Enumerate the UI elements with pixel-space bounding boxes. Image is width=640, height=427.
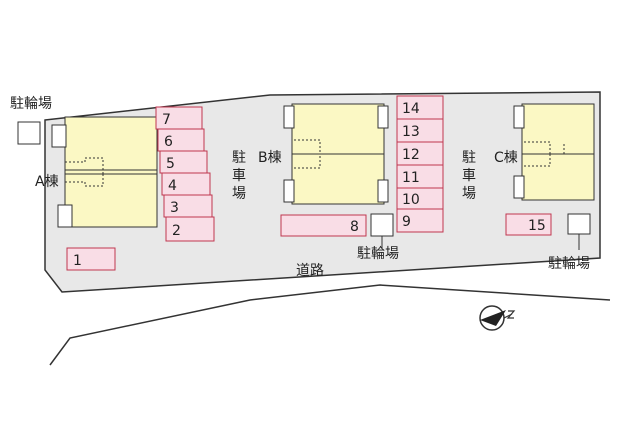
building-a bbox=[51, 116, 158, 228]
parking-column-a bbox=[155, 106, 215, 242]
bike-parking-left-label: 駐輪場 bbox=[10, 95, 52, 112]
parking-lot-14: 14 bbox=[402, 101, 420, 117]
svg-text:車: 車 bbox=[232, 167, 246, 184]
north-arrow-icon bbox=[479, 305, 516, 331]
road-edge bbox=[49, 284, 611, 366]
svg-text:駐: 駐 bbox=[232, 150, 246, 166]
road-label: 道路 bbox=[296, 263, 324, 279]
parking-lot-5: 5 bbox=[166, 156, 175, 172]
parking-lot-15-box bbox=[505, 213, 552, 236]
building-b-label: B棟 bbox=[258, 150, 282, 166]
parking-lot-7: 7 bbox=[162, 112, 171, 128]
svg-text:場: 場 bbox=[232, 186, 246, 202]
svg-text:場: 場 bbox=[462, 186, 476, 202]
svg-text:車: 車 bbox=[462, 167, 476, 184]
parking-lot-6: 6 bbox=[164, 134, 173, 150]
svg-text:駐: 駐 bbox=[462, 150, 476, 166]
parking-lot-1: 1 bbox=[73, 253, 82, 269]
parking-lot-3: 3 bbox=[170, 200, 179, 216]
parking-lot-11: 11 bbox=[402, 170, 420, 186]
bike-parking-right-label: 駐輪場 bbox=[548, 255, 590, 272]
parking-lot-12: 12 bbox=[402, 147, 420, 163]
parking-lot-2: 2 bbox=[172, 223, 181, 239]
parking-lot-8-box bbox=[280, 214, 367, 237]
parking-lot-9: 9 bbox=[402, 214, 411, 230]
building-c-label: C棟 bbox=[494, 150, 518, 166]
parking-column-b bbox=[396, 95, 444, 233]
parking-lot-1-box bbox=[66, 247, 116, 271]
parking-lot-4: 4 bbox=[168, 178, 177, 194]
parking-lot-15: 15 bbox=[528, 218, 546, 234]
bike-parking-left bbox=[17, 121, 41, 145]
parking-label-1: 駐 車 場 bbox=[232, 150, 246, 202]
parking-lot-13: 13 bbox=[402, 124, 420, 140]
bike-parking-center-label: 駐輪場 bbox=[357, 245, 399, 262]
parking-label-2: 駐 車 場 bbox=[462, 150, 476, 202]
parking-lot-8: 8 bbox=[350, 219, 359, 235]
bike-parking-center bbox=[370, 213, 394, 237]
building-b bbox=[283, 103, 389, 205]
building-a-label: A棟 bbox=[35, 174, 59, 190]
bike-parking-right bbox=[567, 213, 591, 235]
parking-lot-10: 10 bbox=[402, 192, 420, 208]
building-c bbox=[513, 103, 595, 201]
